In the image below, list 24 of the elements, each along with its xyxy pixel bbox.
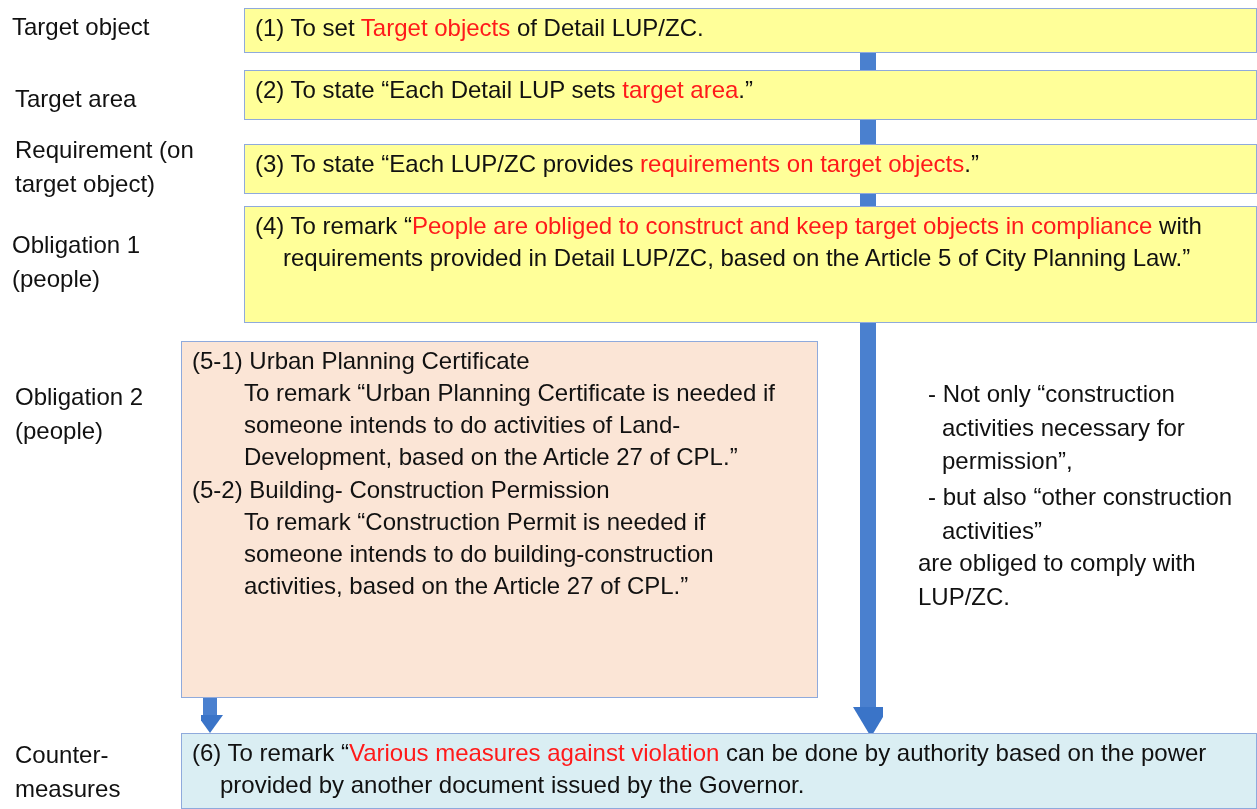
note-text: - Not only “construction activities necessary for permission”, — [928, 379, 1186, 477]
step-text: (6) To remark “Various measures against violation can be done by authority based on the power provided by another document issued by the Governor. — [192, 738, 1208, 801]
step-text: (3) To state “Each LUP/ZC provides requirements on target objects.” — [255, 149, 980, 179]
permission-box — [181, 341, 818, 698]
step-text: To remark “Construction Permit is needed if someone intends to do building-construction activities, based on the Article 27 of CPL.” — [243, 506, 715, 602]
step-text: To remark “Urban Planning Certificate is needed if someone intends to do activities of Land-Development, based on the Article 27 of CPL.” — [243, 378, 776, 473]
row-label: Counter- measures — [15, 740, 122, 804]
step-text: (2) To state “Each Detail LUP sets target area.” — [255, 75, 755, 105]
step-box — [244, 70, 1257, 120]
step-text: (1) To set Target objects of Detail LUP/ZC. — [255, 13, 705, 43]
step-box — [244, 144, 1257, 194]
note-text: are obliged to comply with LUP/ZC. — [918, 548, 1197, 612]
section-heading: (5-2) Building- Construction Permission — [192, 474, 611, 505]
row-label: Obligation 2 (people) — [15, 382, 145, 446]
step-text: (4) To remark “People are obliged to construct and keep target objects in compliance with requirements provided in Detail LUP/ZC, based on the Article 5 of City Planning Law.” — [255, 211, 1203, 274]
row-label: Requirement (on target object) — [15, 135, 195, 199]
row-label: Obligation 1 (people) — [12, 230, 142, 294]
section-heading: (5-1) Urban Planning Certificate — [192, 346, 531, 376]
step-box — [244, 8, 1257, 53]
row-label: Target area — [15, 84, 138, 114]
note-text: - but also “other construction activities” — [928, 482, 1234, 546]
row-label: Target object — [12, 12, 151, 42]
step-box — [244, 206, 1257, 323]
countermeasure-box — [181, 733, 1257, 809]
